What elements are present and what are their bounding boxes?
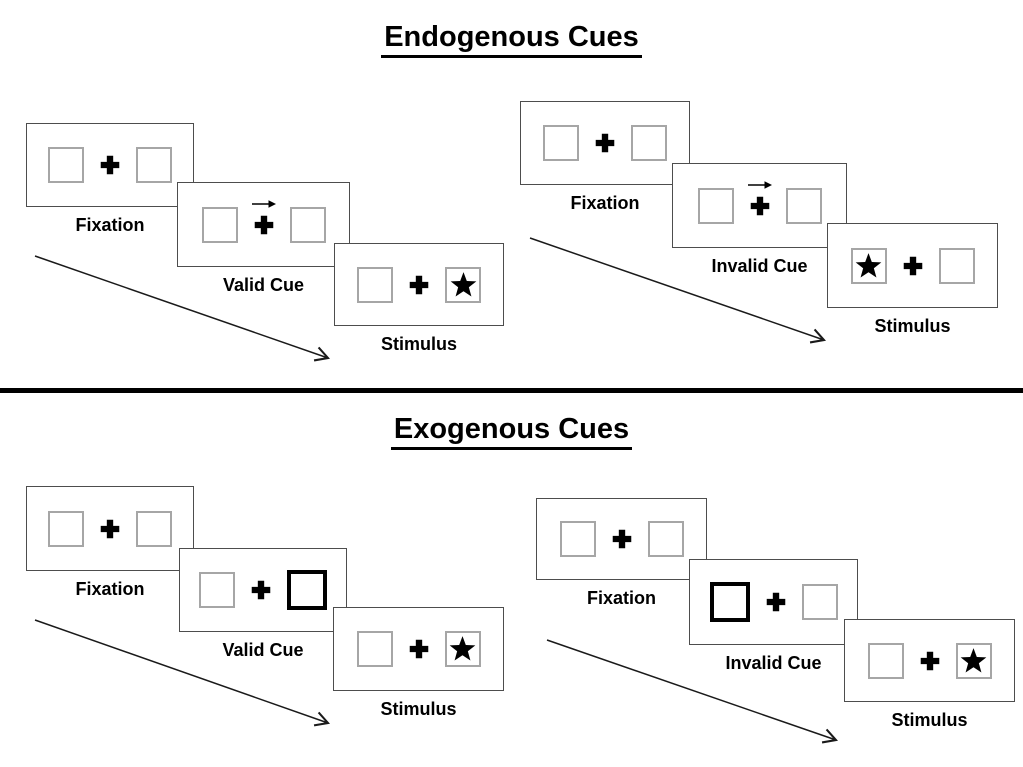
- card-fixation: Fixation: [536, 498, 707, 609]
- card-label: Invalid Cue: [725, 653, 822, 673]
- diagonal-arrow-icon: [546, 639, 839, 744]
- section-divider: [0, 388, 1023, 393]
- card-label: Fixation: [586, 588, 656, 608]
- right-arrow-icon: [747, 180, 773, 190]
- plus-icon: [903, 256, 923, 276]
- placeholder-box: [938, 247, 975, 284]
- card-label: Fixation: [75, 579, 145, 599]
- card-label: Stimulus: [874, 316, 951, 336]
- plus-icon: [100, 155, 120, 175]
- card-stimulus: Stimulus: [844, 619, 1015, 731]
- placeholder-box: [201, 206, 238, 243]
- diagonal-arrow-icon: [34, 255, 331, 362]
- target-box: [955, 642, 992, 679]
- plus-icon: [251, 580, 271, 600]
- placeholder-box: [136, 510, 172, 547]
- card-label: Invalid Cue: [711, 256, 808, 276]
- card-label: Stimulus: [380, 334, 457, 354]
- card-stimulus: Stimulus: [827, 223, 998, 337]
- placeholder-box: [356, 631, 393, 667]
- section-title-endogenous: Endogenous Cues: [0, 21, 1023, 58]
- plus-icon: [612, 529, 632, 549]
- placeholder-box: [289, 206, 326, 243]
- card-valid-cue: Valid Cue: [179, 548, 347, 661]
- card-label: Valid Cue: [222, 275, 305, 295]
- target-box: [444, 631, 481, 667]
- plus-icon: [254, 215, 274, 235]
- section-title-exogenous: Exogenous Cues: [0, 413, 1023, 450]
- placeholder-box: [697, 187, 734, 224]
- card-invalid-cue: Invalid Cue: [689, 559, 858, 674]
- plus-icon: [750, 196, 770, 216]
- card-label: Fixation: [570, 193, 640, 213]
- placeholder-box: [801, 584, 838, 620]
- card-stimulus: Stimulus: [333, 607, 504, 720]
- highlighted-box: [287, 570, 327, 610]
- plus-icon: [409, 639, 429, 659]
- placeholder-box: [136, 147, 172, 183]
- diagonal-arrow-icon: [529, 237, 827, 344]
- placeholder-box: [48, 147, 84, 183]
- star-icon: [450, 272, 477, 298]
- plus-icon: [595, 133, 615, 153]
- star-icon: [960, 648, 987, 674]
- right-arrow-icon: [251, 199, 277, 209]
- placeholder-box: [199, 572, 235, 608]
- placeholder-box: [631, 125, 667, 161]
- card-label: Valid Cue: [222, 640, 304, 660]
- placeholder-box: [647, 521, 684, 557]
- diagonal-arrow-icon: [34, 619, 331, 727]
- star-icon: [855, 253, 882, 279]
- target-box: [850, 247, 887, 284]
- card-label: Stimulus: [891, 710, 968, 730]
- card-fixation: Fixation: [26, 486, 194, 600]
- card-invalid-cue: Invalid Cue: [672, 163, 847, 277]
- placeholder-box: [867, 642, 904, 679]
- placeholder-box: [543, 125, 579, 161]
- target-box: [445, 266, 481, 303]
- card-label: Stimulus: [380, 699, 457, 719]
- plus-icon: [409, 275, 429, 295]
- star-icon: [449, 636, 476, 662]
- plus-icon: [100, 519, 120, 539]
- card-stimulus: Stimulus: [334, 243, 504, 355]
- placeholder-box: [48, 510, 84, 547]
- card-label: Fixation: [75, 215, 145, 235]
- card-fixation: Fixation: [520, 101, 690, 214]
- card-valid-cue: Valid Cue: [177, 182, 350, 296]
- placeholder-box: [785, 187, 822, 224]
- placeholder-box: [357, 266, 393, 303]
- card-fixation: Fixation: [26, 123, 194, 236]
- placeholder-box: [559, 521, 596, 557]
- plus-icon: [920, 651, 940, 671]
- plus-icon: [766, 592, 786, 612]
- highlighted-box: [709, 582, 750, 622]
